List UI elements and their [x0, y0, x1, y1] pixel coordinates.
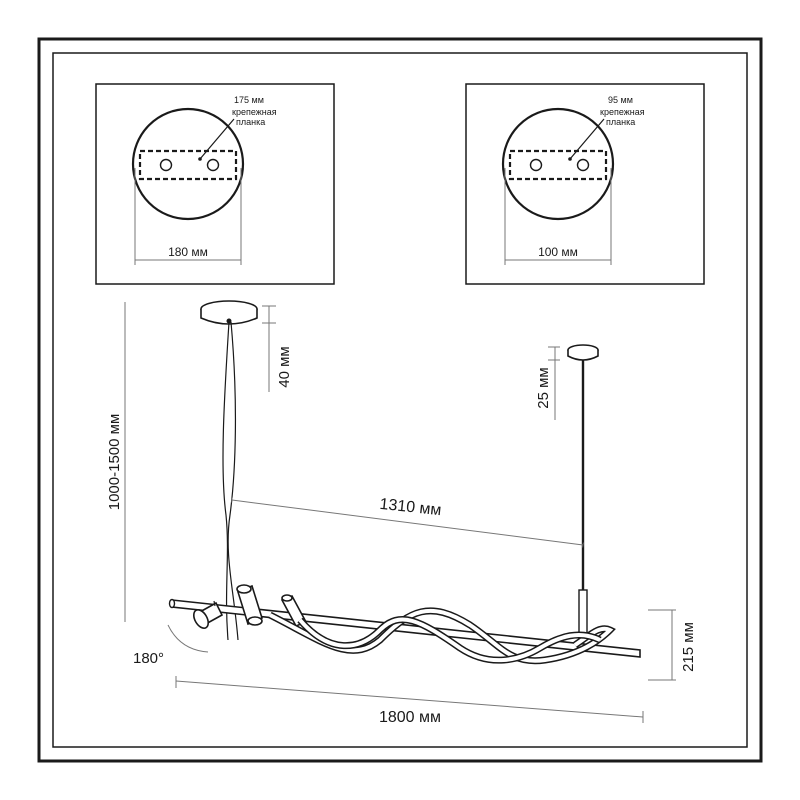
rod-sleeve	[578, 589, 588, 639]
mount-hole-icon	[159, 158, 173, 172]
mount-hole-icon	[576, 158, 590, 172]
spacing-dim-line	[231, 497, 584, 548]
spotlight-2	[236, 584, 263, 626]
plate-length-right: 95 мм	[608, 95, 633, 105]
plate-length-left: 175 мм	[234, 95, 264, 105]
plate-label-line1-left: крепежная	[232, 107, 277, 117]
right-canopy	[567, 344, 599, 361]
plate-label-line1-right: крепежная	[600, 107, 645, 117]
detail-box-right: 95 мм крепежная планка 100 мм	[465, 83, 705, 285]
led-ribbon-inner	[269, 608, 614, 663]
inner-frame	[52, 52, 748, 748]
detail-box-left: 175 мм крепежная планка 180 мм	[95, 83, 335, 285]
canopy-circle-right	[501, 107, 615, 221]
right-canopy-height-label: 25 мм	[535, 367, 552, 408]
leader-line-left	[199, 118, 235, 160]
rotation-label: 180°	[133, 650, 164, 667]
total-height-label: 1000-1500 мм	[106, 414, 123, 511]
spotlight-1	[192, 600, 224, 629]
canopy-circle-left	[131, 107, 245, 221]
outer-frame	[37, 37, 763, 763]
length-dim-line	[175, 680, 644, 718]
main-bar	[168, 598, 641, 658]
diameter-label-right: 100 мм	[538, 245, 578, 259]
diameter-label-left: 180 мм	[168, 245, 208, 259]
rotation-arc	[167, 624, 209, 653]
mount-hole-icon	[529, 158, 543, 172]
mounting-plate-right	[508, 149, 608, 181]
mount-hole-icon	[206, 158, 220, 172]
left-canopy-height-label: 40 мм	[276, 346, 293, 387]
plate-label-line2-right: планка	[606, 117, 635, 127]
total-length-label: 1800 мм	[379, 709, 441, 726]
suspension-spacing-label: 1310 мм	[379, 496, 442, 519]
leader-line-right	[569, 118, 605, 160]
suspension-cable-left	[222, 321, 230, 641]
mounting-plate-left	[138, 149, 238, 181]
plate-label-line2-left: планка	[236, 117, 265, 127]
fixture-height-label: 215 мм	[680, 622, 697, 672]
left-canopy	[200, 300, 258, 325]
led-ribbon-inner	[298, 617, 601, 663]
suspension-cable-left	[227, 321, 239, 641]
